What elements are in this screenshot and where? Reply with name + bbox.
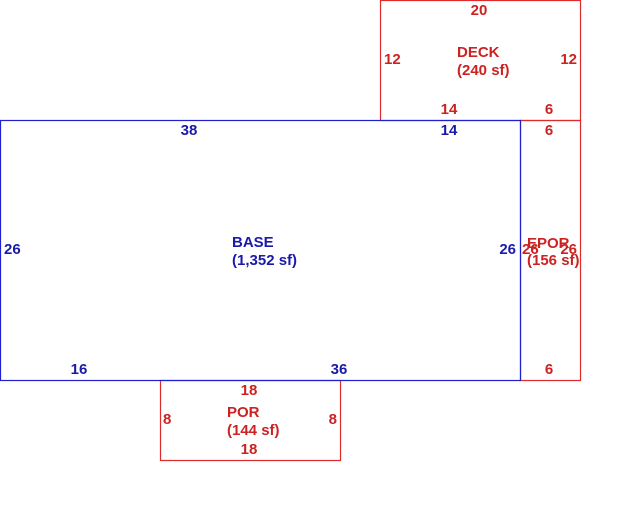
epor-right-dimension: 26 [560,241,577,258]
epor-name-label: EPOR [527,235,570,252]
deck-top-dimension: 20 [471,2,488,19]
base-outline [0,119,522,382]
deck-area-label: (240 sf) [457,62,510,79]
base-left-dimension: 26 [4,241,21,258]
base-top-right-dimension: 14 [441,122,458,139]
base-top-dimension: 38 [181,122,198,139]
por-bottom-dimension: 18 [241,441,258,458]
deck-bottom-right-dimension: 6 [545,101,553,118]
por-left-dimension: 8 [163,411,171,428]
base-right-dimension: 26 [499,241,516,258]
deck-right-dimension: 12 [560,51,577,68]
base-name-label: BASE [232,234,274,251]
por-right-dimension: 8 [329,411,337,428]
deck-name-label: DECK [457,44,500,61]
epor-left-dimension: 26 [522,241,539,258]
base-area-label: (1,352 sf) [232,252,297,269]
deck-left-dimension: 12 [384,51,401,68]
epor-bottom-dimension: 6 [545,361,553,378]
por-area-label: (144 sf) [227,422,280,439]
base-bottom-left-dimension: 16 [71,361,88,378]
deck-bottom-dimension: 14 [441,101,458,118]
epor-area-label: (156 sf) [527,252,580,269]
epor-top-dimension: 6 [545,122,553,139]
por-top-dimension: 18 [241,382,258,399]
por-name-label: POR [227,404,260,421]
base-bottom-right-dimension: 36 [331,361,348,378]
